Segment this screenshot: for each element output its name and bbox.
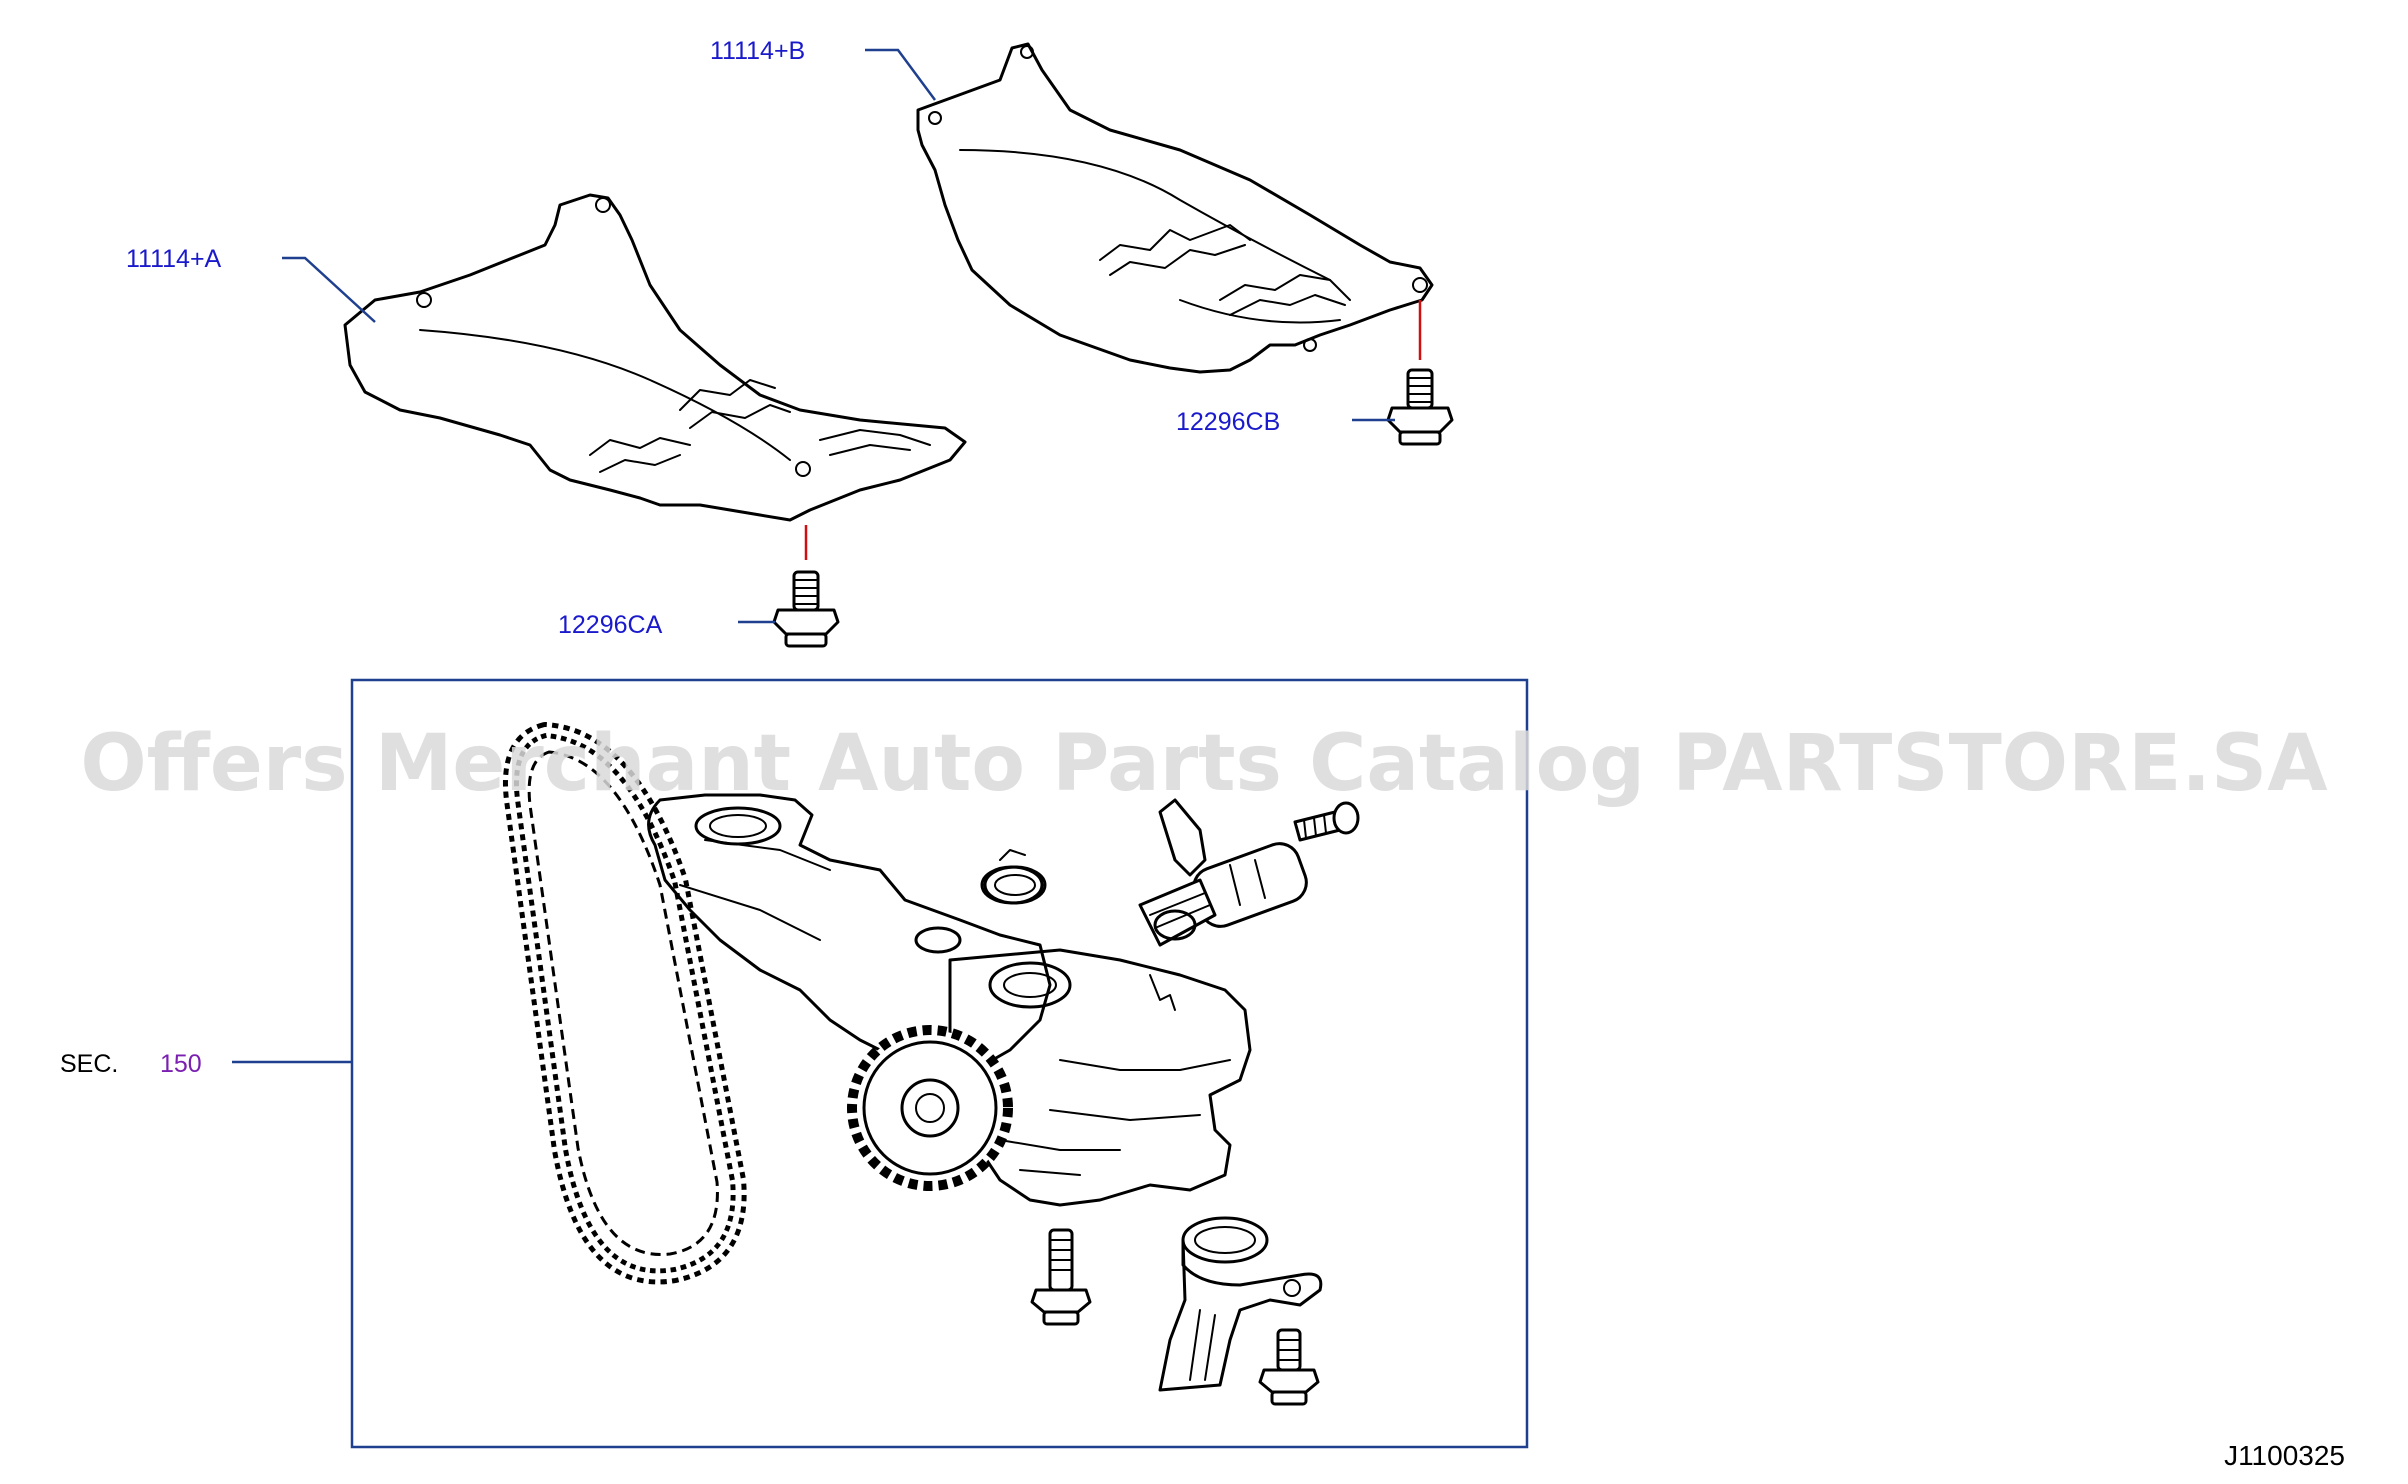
callout-bolt-ca[interactable]: 12296CA [558,611,663,639]
diagram-code: J1100325 [2224,1440,2345,1471]
section-prefix: SEC. [60,1050,118,1078]
oil-pump-assembly[interactable] [647,793,1252,1207]
callout-cover-b[interactable]: 11114+B [710,37,805,65]
leader-lines [232,48,1395,1064]
oil-strainer[interactable] [1158,1216,1323,1392]
solenoid-bolt[interactable] [1293,801,1360,842]
bolt-12296cb[interactable] [1386,300,1454,446]
strainer-bolt[interactable] [1258,1328,1320,1406]
o-ring-seal[interactable] [980,865,1044,905]
pump-mount-bolt[interactable] [1030,1228,1092,1326]
oil-pump-sprocket[interactable] [847,1025,1013,1191]
leader-cover-a [282,256,376,323]
watermark: Offers Merchant Auto Parts Catalog PARTS… [80,719,2327,809]
callout-cover-a[interactable]: 11114+A [126,245,222,273]
oil-pan-baffle-a[interactable] [343,193,967,522]
timing-chain[interactable] [503,722,747,1285]
callout-bolt-cb[interactable]: 12296CB [1176,408,1280,436]
bolt-12296ca[interactable] [772,525,840,648]
section-frame [350,678,1529,1449]
oil-control-solenoid[interactable] [1138,798,1312,947]
oil-pan-baffle-b[interactable] [916,42,1434,374]
leader-cover-b [865,48,937,101]
section-number-link[interactable]: 150 [160,1050,202,1078]
